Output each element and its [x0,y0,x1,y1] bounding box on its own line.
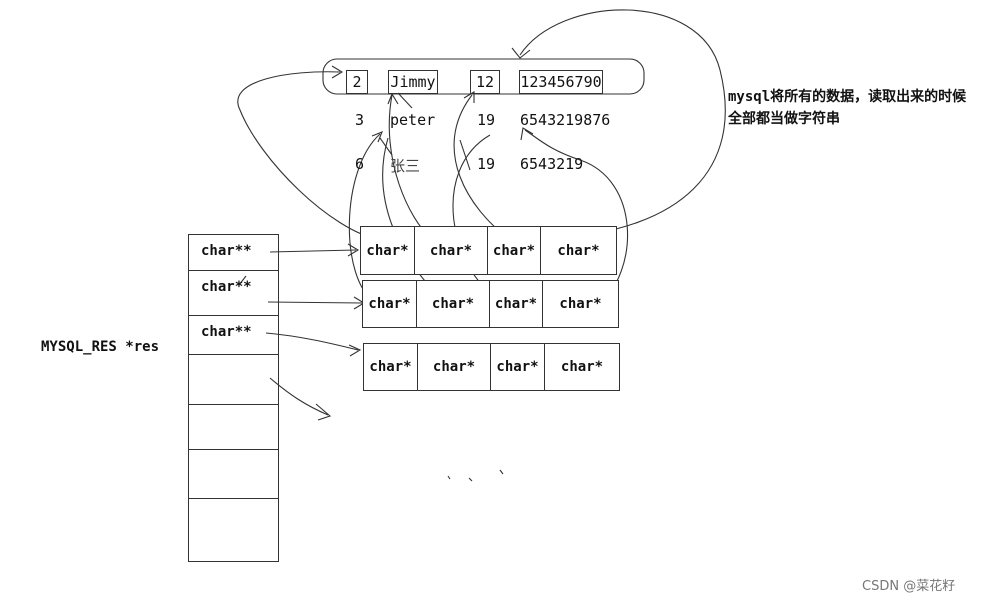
record3-id: 6 [355,155,365,173]
csdn-watermark: CSDN @菜花籽 [862,579,956,594]
note-line-2: 全部都当做字符串 [728,111,840,127]
record2-name: peter [390,111,436,129]
record3-name: 张三 [390,157,421,175]
record3-phone: 6543219 [520,155,584,173]
res-cell: char** [188,234,279,271]
char-cell: char* [360,226,415,275]
record2-age: 19 [477,111,496,129]
note-text: mysql将所有的数据，读取出来的时候 全部都当做字符串 [728,86,966,130]
res-cell-empty [188,404,279,450]
record2-id: 3 [355,111,365,129]
record3-age: 19 [477,155,496,173]
res-cell: char** [188,270,279,316]
record1-phone: 123456790 [519,70,603,94]
res-cell: char** [188,315,279,355]
record1-name: Jimmy [388,70,438,94]
char-cell: char* [542,280,619,328]
res-label: MYSQL_RES *res [41,339,160,355]
record1-age: 12 [470,70,500,94]
record1-id: 2 [346,70,368,94]
char-cell: char* [417,343,491,391]
char-cell: char* [489,280,543,328]
char-cell: char* [414,226,488,275]
char-cell: char* [487,226,541,275]
char-cell: char* [363,343,418,391]
char-cell: char* [416,280,490,328]
char-cell: char* [490,343,545,391]
res-cell-empty [188,354,279,405]
char-cell: char* [544,343,620,391]
char-cell: char* [362,280,417,328]
char-cell: char* [540,226,617,275]
record2-phone: 6543219876 [520,111,611,129]
res-cell-empty [188,449,279,499]
note-line-1: mysql将所有的数据，读取出来的时候 [728,89,967,105]
res-cell-empty [188,498,279,562]
